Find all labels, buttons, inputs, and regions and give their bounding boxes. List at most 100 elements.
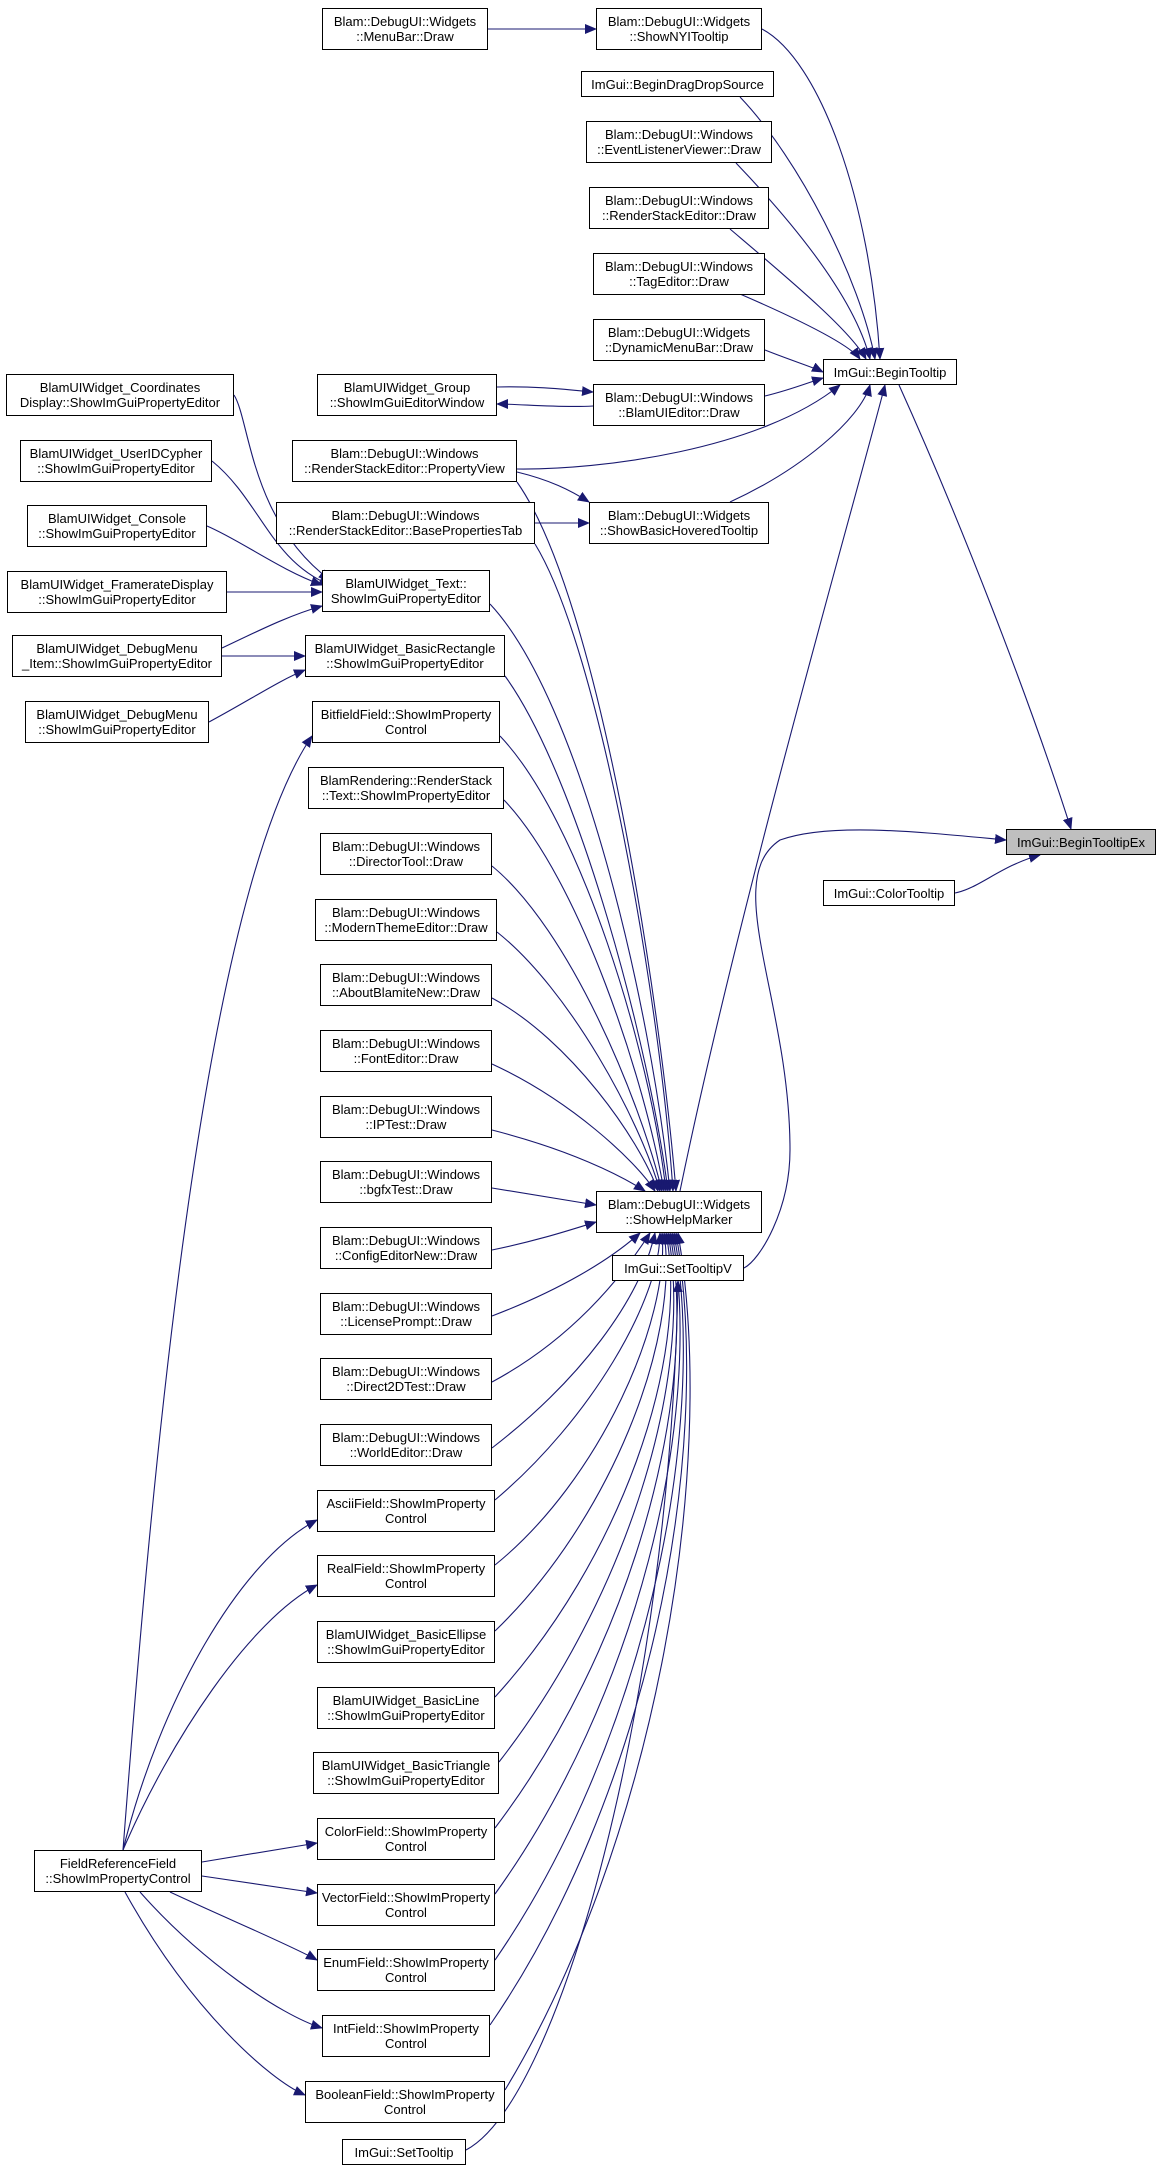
node-label-line: Blam::DebugUI::Windows [331, 1102, 481, 1117]
node-license-prompt[interactable]: Blam::DebugUI::Windows::LicensePrompt::D… [320, 1293, 492, 1335]
node-label-line: ::ShowImGuiPropertyEditor [37, 461, 195, 476]
node-label-line: ColorField::ShowImProperty [324, 1824, 488, 1839]
call-edge [491, 997, 660, 1192]
node-basic-rectangle[interactable]: BlamUIWidget_BasicRectangle::ShowImGuiPr… [305, 635, 505, 677]
call-edge [206, 525, 323, 587]
call-edge [498, 1232, 675, 1763]
node-label-line: ::ShowImGuiPropertyEditor [327, 1708, 485, 1723]
node-bgfx-test[interactable]: Blam::DebugUI::Windows::bgfxTest::Draw [320, 1161, 492, 1203]
node-label-line: Control [385, 1576, 427, 1591]
node-label-line: Blam::DebugUI::Windows [331, 970, 481, 985]
node-debug-menu[interactable]: BlamUIWidget_DebugMenu::ShowImGuiPropert… [25, 701, 209, 743]
node-label-line: BitfieldField::ShowImProperty [320, 707, 492, 722]
node-menu-bar-draw[interactable]: Blam::DebugUI::Widgets::MenuBar::Draw [322, 8, 488, 50]
node-label-line: ImGui::SetTooltipV [624, 1260, 732, 1276]
node-modern-theme-editor[interactable]: Blam::DebugUI::Windows::ModernThemeEdito… [315, 899, 497, 941]
node-label-line: BlamUIWidget_BasicTriangle [321, 1758, 491, 1773]
node-label-line: Blam::DebugUI::Windows [331, 1364, 481, 1379]
call-edge [221, 604, 323, 649]
node-label-line: BlamUIWidget_DebugMenu [36, 707, 198, 722]
node-property-view[interactable]: Blam::DebugUI::Windows::RenderStackEdito… [292, 440, 517, 482]
call-edge [494, 1232, 671, 1632]
node-label-line: ::ShowImGuiPropertyEditor [327, 1773, 485, 1788]
node-show-n-y-i-tooltip[interactable]: Blam::DebugUI::Widgets::ShowNYITooltip [596, 8, 762, 50]
node-world-editor[interactable]: Blam::DebugUI::Windows::WorldEditor::Dra… [320, 1424, 492, 1466]
node-label-line: ::ShowImGuiPropertyEditor [327, 1642, 485, 1657]
node-label-line: BlamUIWidget_Coordinates [39, 380, 201, 395]
node-label-line: ::AboutBlamiteNew::Draw [331, 985, 481, 1000]
node-label-line: ::ShowHelpMarker [625, 1212, 733, 1227]
node-label-line: Blam::DebugUI::Widgets [607, 14, 751, 29]
node-label-line: Control [385, 1839, 427, 1854]
call-edge [491, 865, 665, 1192]
node-label-line: Control [385, 2036, 427, 2051]
node-set-tooltip[interactable]: ImGui::SetTooltip [342, 2139, 466, 2165]
node-label-line: BlamUIWidget_Text:: [345, 576, 467, 591]
call-edge [743, 829, 1007, 1269]
node-render-stack-editor-draw[interactable]: Blam::DebugUI::Windows::RenderStackEdito… [589, 187, 769, 229]
node-label-line: ImGui::BeginTooltip [833, 364, 947, 380]
node-label-line: Blam::DebugUI::Windows [330, 446, 479, 461]
node-tag-editor-draw[interactable]: Blam::DebugUI::Windows::TagEditor::Draw [593, 253, 765, 295]
call-edge [465, 1280, 683, 2151]
node-console-widget[interactable]: BlamUIWidget_Console::ShowImGuiPropertyE… [27, 505, 207, 547]
node-show-help-marker[interactable]: Blam::DebugUI::Widgets::ShowHelpMarker [596, 1191, 762, 1233]
node-text-widget[interactable]: BlamUIWidget_Text::ShowImGuiPropertyEdit… [322, 570, 490, 612]
node-begin-tooltip-ex[interactable]: ImGui::BeginTooltipEx [1006, 829, 1156, 855]
node-ip-test[interactable]: Blam::DebugUI::Windows::IPTest::Draw [320, 1096, 492, 1138]
call-edge [122, 1519, 318, 1851]
node-show-basic-hovered-tooltip[interactable]: Blam::DebugUI::Widgets::ShowBasicHovered… [589, 502, 769, 544]
node-dynamic-menu-bar-draw[interactable]: Blam::DebugUI::Widgets::DynamicMenuBar::… [593, 319, 765, 361]
node-base-properties-tab[interactable]: Blam::DebugUI::Windows::RenderStackEdito… [276, 502, 535, 544]
call-edge [491, 1232, 641, 1317]
node-font-editor[interactable]: Blam::DebugUI::Windows::FontEditor::Draw [320, 1030, 492, 1072]
node-debug-menu-item[interactable]: BlamUIWidget_DebugMenu_Item::ShowImGuiPr… [12, 635, 222, 677]
node-begin-drag-drop-source[interactable]: ImGui::BeginDragDropSource [581, 71, 774, 97]
node-direct2-d-test[interactable]: Blam::DebugUI::Windows::Direct2DTest::Dr… [320, 1358, 492, 1400]
node-director-tool[interactable]: Blam::DebugUI::Windows::DirectorTool::Dr… [320, 833, 492, 875]
node-field-reference-field[interactable]: FieldReferenceField::ShowImPropertyContr… [34, 1850, 202, 1892]
node-color-tooltip[interactable]: ImGui::ColorTooltip [823, 880, 955, 906]
node-ui-widget-group[interactable]: BlamUIWidget_Group::ShowImGuiEditorWindo… [317, 374, 497, 416]
call-edge [494, 1232, 681, 1895]
node-event-listener-viewer[interactable]: Blam::DebugUI::Windows::EventListenerVie… [586, 121, 772, 163]
node-framerate-display[interactable]: BlamUIWidget_FramerateDisplay::ShowImGui… [7, 571, 227, 613]
node-basic-triangle[interactable]: BlamUIWidget_BasicTriangle::ShowImGuiPro… [313, 1752, 499, 1794]
node-basic-ellipse[interactable]: BlamUIWidget_BasicEllipse::ShowImGuiProp… [317, 1621, 495, 1663]
node-set-tooltip-v[interactable]: ImGui::SetTooltipV [612, 1255, 744, 1281]
node-label-line: ::Text::ShowImPropertyEditor [321, 788, 491, 803]
node-label-line: ::IPTest::Draw [365, 1117, 447, 1132]
node-label-line: Blam::DebugUI::Windows [604, 390, 754, 405]
node-label-line: ::RenderStackEditor::BasePropertiesTab [288, 523, 523, 538]
node-render-stack-text[interactable]: BlamRendering::RenderStack::Text::ShowIm… [308, 767, 504, 809]
node-blam-u-i-editor-draw[interactable]: Blam::DebugUI::Windows::BlamUIEditor::Dr… [593, 384, 765, 426]
call-edge [499, 735, 670, 1192]
node-label-line: Control [385, 722, 427, 737]
node-basic-line[interactable]: BlamUIWidget_BasicLine::ShowImGuiPropert… [317, 1687, 495, 1729]
call-edge [534, 543, 678, 1192]
node-label-line: ::ShowNYITooltip [629, 29, 729, 44]
call-edge [139, 1891, 323, 2030]
call-edge [489, 1232, 688, 2026]
node-user-i-d-cypher[interactable]: BlamUIWidget_UserIDCypher::ShowImGuiProp… [20, 440, 212, 482]
call-edge [208, 669, 306, 723]
node-about-blamite-new[interactable]: Blam::DebugUI::Windows::AboutBlamiteNew:… [320, 964, 492, 1006]
node-config-editor-new[interactable]: Blam::DebugUI::Windows::ConfigEditorNew:… [320, 1227, 492, 1269]
node-label-line: _Item::ShowImGuiPropertyEditor [21, 656, 213, 671]
node-label-line: ::RenderStackEditor::Draw [602, 208, 756, 223]
node-label-line: Blam::DebugUI::Widgets [333, 14, 477, 29]
call-edge [201, 1875, 318, 1897]
node-begin-tooltip[interactable]: ImGui::BeginTooltip [823, 359, 957, 385]
node-label-line: ::ShowImPropertyControl [45, 1871, 191, 1886]
call-edge [764, 349, 824, 373]
node-label-line: Blam::DebugUI::Windows [331, 1233, 481, 1248]
